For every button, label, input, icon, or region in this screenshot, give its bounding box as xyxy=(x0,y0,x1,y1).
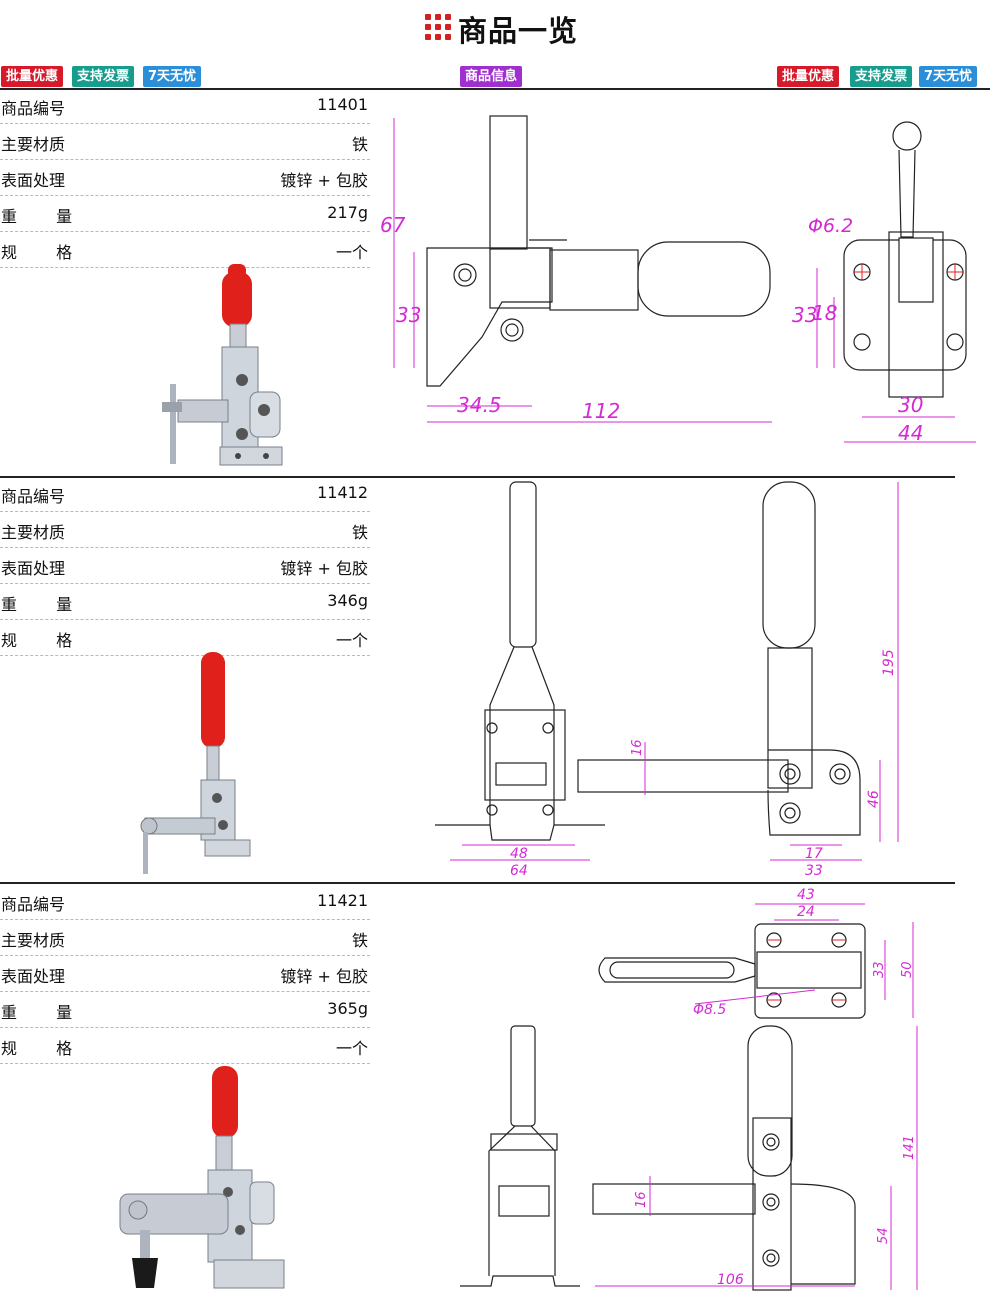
page-title: 商品一览 xyxy=(458,14,579,48)
spec-label: 表面处理 xyxy=(1,967,66,986)
dim-label: 33 xyxy=(396,303,421,327)
dim-label: 34.5 xyxy=(457,393,502,417)
dim-label: Φ6.2 xyxy=(808,215,853,237)
spec-row-surface: 表面处理 镀锌 + 包胶 xyxy=(0,956,370,992)
spec-row-material: 主要材质 铁 xyxy=(0,920,370,956)
badge-bulk-discount: 批量优惠 xyxy=(1,66,64,87)
spec-row-code: 商品编号 11421 xyxy=(0,884,370,920)
divider xyxy=(0,88,990,90)
spec-row-surface: 表面处理 镀锌 + 包胶 xyxy=(0,548,370,584)
spec-label: 主要材质 xyxy=(1,931,66,950)
spec-table-11401: 商品编号 11401 主要材质 铁 表面处理 镀锌 + 包胶 重 量 217g 规 格 一… xyxy=(0,88,370,268)
technical-drawing-11401: 67 33 34.5 112 Φ6.2 33 18 30 44 xyxy=(380,115,976,445)
product-photo-11401 xyxy=(162,264,283,466)
spec-label: 规 格 xyxy=(1,1039,90,1058)
spec-value: 镀锌 + 包胶 xyxy=(280,171,368,190)
spec-row-spec: 规 格 一个 xyxy=(0,1028,370,1064)
dim-label: 18 xyxy=(812,301,837,325)
spec-label: 规 格 xyxy=(1,631,90,650)
page-header: 商品一览 xyxy=(0,0,990,56)
spec-value: 镀锌 + 包胶 xyxy=(280,967,368,986)
spec-value: 365g xyxy=(327,999,368,1018)
spec-label: 主要材质 xyxy=(1,523,66,542)
dim-label: 16 xyxy=(634,1191,649,1208)
dim-label: 33 xyxy=(872,961,887,978)
dim-label: 43 xyxy=(797,887,815,903)
spec-label: 商品编号 xyxy=(1,895,66,914)
technical-drawing-11412: 48 64 16 17 33 195 46 xyxy=(435,481,899,879)
badge-bulk-discount-right: 批量优惠 xyxy=(777,66,840,87)
spec-row-code: 商品编号 11412 xyxy=(0,476,370,512)
spec-value: 一个 xyxy=(335,631,368,650)
dim-label: 16 xyxy=(630,739,645,756)
product-photo-11412 xyxy=(140,652,251,874)
spec-label: 主要材质 xyxy=(1,135,66,154)
dots-grid-icon xyxy=(425,14,453,42)
dim-label: 46 xyxy=(866,790,882,808)
dim-label: 106 xyxy=(717,1272,744,1288)
spec-label: 表面处理 xyxy=(1,171,66,190)
dim-label: 54 xyxy=(876,1227,891,1244)
spec-row-weight: 重 量 365g xyxy=(0,992,370,1028)
divider xyxy=(0,476,955,478)
dim-label: 48 xyxy=(510,846,528,862)
dim-label: 17 xyxy=(805,846,823,862)
spec-value: 346g xyxy=(327,591,368,610)
dim-label: 67 xyxy=(380,213,406,237)
dim-label: 50 xyxy=(900,961,915,978)
spec-value: 217g xyxy=(327,203,368,222)
spec-label: 商品编号 xyxy=(1,99,66,118)
spec-row-material: 主要材质 铁 xyxy=(0,124,370,160)
spec-row-code: 商品编号 11401 xyxy=(0,88,370,124)
spec-row-surface: 表面处理 镀锌 + 包胶 xyxy=(0,160,370,196)
badge-7day: 7天无忧 xyxy=(143,66,202,87)
technical-drawing-11421: 43 24 33 50 Φ8.5 16 106 141 54 xyxy=(460,887,918,1291)
spec-value: 一个 xyxy=(335,243,368,262)
spec-value: 一个 xyxy=(335,1039,368,1058)
spec-row-weight: 重 量 346g xyxy=(0,584,370,620)
dim-label: 30 xyxy=(898,393,923,417)
badge-bar: 批量优惠 支持发票 7天无忧 商品信息 批量优惠 支持发票 7天无忧 xyxy=(0,64,990,88)
badge-invoice: 支持发票 xyxy=(72,66,135,87)
spec-value: 铁 xyxy=(351,931,368,950)
badge-product-info: 商品信息 xyxy=(460,66,523,87)
spec-row-material: 主要材质 铁 xyxy=(0,512,370,548)
badge-7day-right: 7天无忧 xyxy=(919,66,978,87)
spec-label: 商品编号 xyxy=(1,487,66,506)
spec-label: 表面处理 xyxy=(1,559,66,578)
spec-row-spec: 规 格 一个 xyxy=(0,232,370,268)
spec-row-spec: 规 格 一个 xyxy=(0,620,370,656)
spec-value: 镀锌 + 包胶 xyxy=(280,559,368,578)
badge-invoice-right: 支持发票 xyxy=(850,66,913,87)
spec-value: 11412 xyxy=(317,483,368,502)
spec-label: 重 量 xyxy=(1,207,90,226)
dim-label: 64 xyxy=(510,863,528,879)
spec-table-11421: 商品编号 11421 主要材质 铁 表面处理 镀锌 + 包胶 重 量 365g 规 格 一… xyxy=(0,884,370,1064)
dim-label: 195 xyxy=(881,649,897,676)
spec-value: 11401 xyxy=(317,95,368,114)
spec-label: 规 格 xyxy=(1,243,90,262)
spec-table-11412: 商品编号 11412 主要材质 铁 表面处理 镀锌 + 包胶 重 量 346g 规 格 一… xyxy=(0,476,370,656)
dim-label: 112 xyxy=(582,399,620,423)
spec-label: 重 量 xyxy=(1,595,90,614)
spec-value: 铁 xyxy=(351,135,368,154)
dim-label: 141 xyxy=(902,1135,917,1160)
divider xyxy=(0,882,955,884)
spec-value: 11421 xyxy=(317,891,368,910)
dim-label: 33 xyxy=(805,863,823,879)
product-photo-11421 xyxy=(119,1066,285,1289)
spec-label: 重 量 xyxy=(1,1003,90,1022)
spec-row-weight: 重 量 217g xyxy=(0,196,370,232)
spec-value: 铁 xyxy=(351,523,368,542)
dim-label: 24 xyxy=(797,904,815,920)
dim-label: 33 xyxy=(792,303,817,327)
dim-label: 44 xyxy=(898,421,923,445)
dim-label: Φ8.5 xyxy=(693,1002,726,1018)
